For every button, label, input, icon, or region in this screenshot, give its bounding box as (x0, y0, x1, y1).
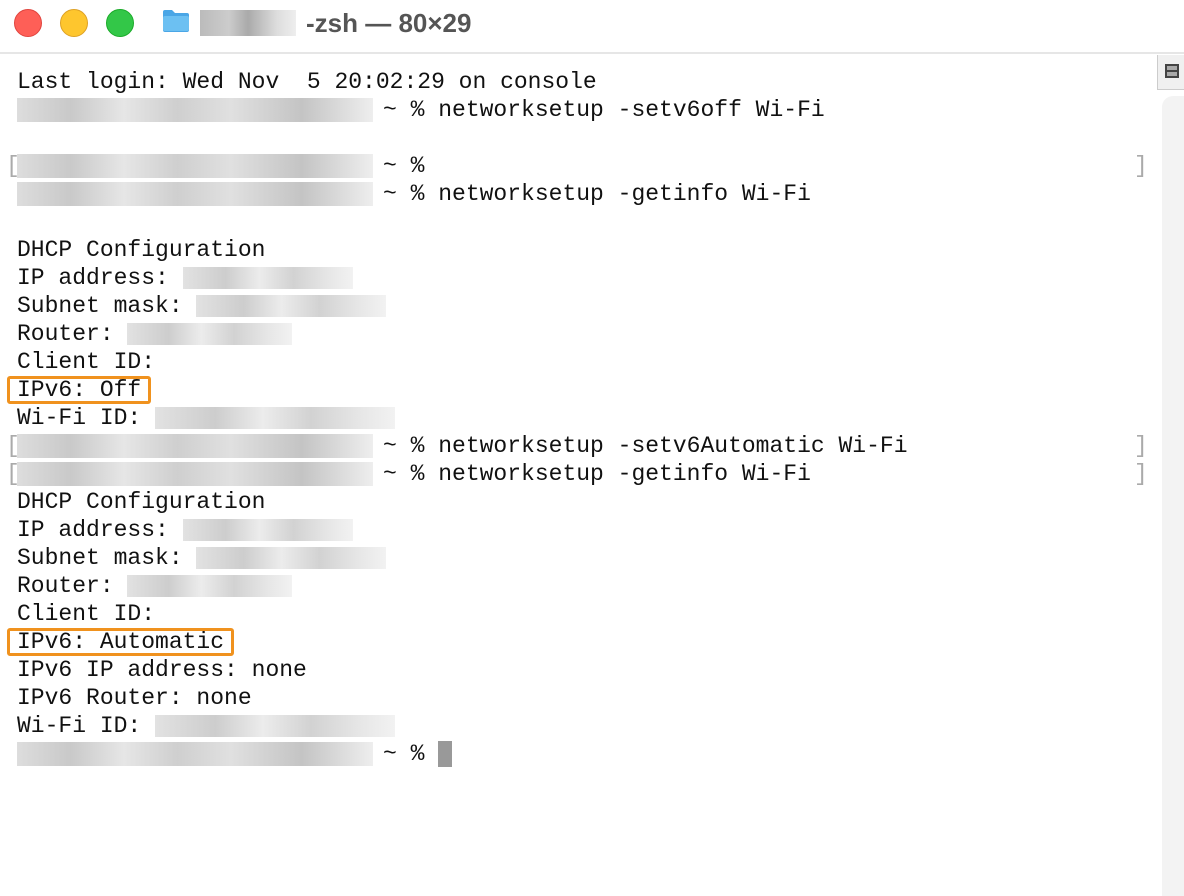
line-text: IPv6: Off (17, 377, 142, 403)
redacted-hostname (17, 97, 373, 122)
line-text: networksetup -setv6Automatic Wi-Fi (438, 433, 908, 459)
terminal-line: Last login: Wed Nov 5 20:02:29 on consol… (17, 68, 597, 96)
terminal-line: IPv6 Router: none (17, 684, 252, 712)
bracket-right: ] (1134, 433, 1148, 459)
terminal-line: Wi-Fi ID: (17, 404, 396, 432)
line-text: Client ID: (17, 349, 156, 375)
terminal-line: ~ % networksetup -getinfo Wi-Fi (17, 460, 811, 488)
cursor (438, 740, 453, 767)
terminal-line: ~ % networksetup -getinfo Wi-Fi (17, 180, 811, 208)
terminal-line: DHCP Configuration (17, 488, 265, 516)
terminal-line: Client ID: (17, 348, 155, 376)
bracket-left: [ (6, 433, 20, 459)
line-text: networksetup -getinfo Wi-Fi (438, 181, 811, 207)
highlight-box (7, 376, 152, 404)
redacted-value (196, 294, 387, 317)
line-text: Last login: Wed Nov 5 20:02:29 on consol… (17, 69, 597, 95)
redacted-hostname (17, 433, 373, 458)
window-title-text: -zsh — 80×29 (306, 7, 472, 38)
line-text: Subnet mask: (17, 293, 183, 319)
terminal-line: ~ % networksetup -setv6Automatic Wi-Fi (17, 432, 908, 460)
prompt: ~ % (383, 153, 439, 179)
line-text: Wi-Fi ID: (17, 405, 142, 431)
redacted-hostname (17, 181, 373, 206)
zoom-button[interactable] (106, 9, 134, 37)
title-bar: -zsh — 80×29 (0, 0, 1184, 54)
prompt: ~ % (383, 461, 439, 487)
close-button[interactable] (14, 9, 42, 37)
line-text: IP address: (17, 517, 169, 543)
redacted-value (196, 546, 387, 569)
redacted-value (182, 518, 353, 541)
folder-icon (163, 10, 189, 32)
terminal-line: IP address: (17, 516, 353, 544)
line-text: IPv6: Automatic (17, 629, 225, 655)
prompt: ~ % (383, 741, 439, 767)
line-text: networksetup -setv6off Wi-Fi (438, 97, 825, 123)
prompt: ~ % (383, 433, 439, 459)
split-icon (1165, 64, 1179, 78)
line-text: DHCP Configuration (17, 237, 266, 263)
line-text: networksetup -getinfo Wi-Fi (438, 461, 811, 487)
window-title: -zsh — 80×29 (200, 6, 471, 40)
bracket-right: ] (1134, 153, 1148, 179)
line-text: IPv6 Router: none (17, 685, 252, 711)
highlight-box (7, 628, 234, 656)
terminal-line: Client ID: (17, 600, 155, 628)
line-text: IP address: (17, 265, 169, 291)
redacted-value (127, 574, 293, 597)
redacted-hostname (17, 153, 373, 178)
terminal-line: Router: (17, 320, 293, 348)
line-text: IPv6 IP address: none (17, 657, 307, 683)
terminal-line: ~ % (17, 152, 438, 180)
redacted-value (127, 322, 293, 345)
redacted-value (155, 714, 396, 737)
terminal-line: Wi-Fi ID: (17, 712, 396, 740)
terminal-line: IP address: (17, 264, 353, 292)
minimize-button[interactable] (60, 9, 88, 37)
bracket-left: [ (6, 153, 20, 179)
terminal-line: IPv6: Automatic (17, 628, 224, 656)
line-text: Client ID: (17, 601, 156, 627)
terminal-line: IPv6 IP address: none (17, 656, 307, 684)
redacted-value (155, 406, 396, 429)
line-text: Router: (17, 321, 114, 347)
bracket-right: ] (1134, 461, 1148, 487)
terminal-line: Subnet mask: (17, 292, 387, 320)
prompt: ~ % (383, 97, 439, 123)
bracket-left: [ (6, 461, 20, 487)
line-text: Router: (17, 573, 114, 599)
terminal-line: DHCP Configuration (17, 236, 265, 264)
split-pane-button[interactable] (1157, 55, 1184, 90)
line-text: Wi-Fi ID: (17, 713, 142, 739)
line-text: DHCP Configuration (17, 489, 266, 515)
scrollbar[interactable] (1162, 96, 1184, 896)
terminal-line: ~ % networksetup -setv6off Wi-Fi (17, 96, 825, 124)
line-text: Subnet mask: (17, 545, 183, 571)
terminal-line: Router: (17, 572, 293, 600)
redacted-value (182, 266, 353, 289)
redacted-hostname (17, 741, 373, 766)
redacted-hostname (17, 461, 373, 486)
terminal-line: IPv6: Off (17, 376, 141, 404)
prompt: ~ % (383, 181, 439, 207)
terminal-line: ~ % (17, 740, 453, 768)
redacted-path (200, 10, 296, 36)
terminal-output[interactable]: Last login: Wed Nov 5 20:02:29 on consol… (0, 54, 1160, 896)
terminal-line: Subnet mask: (17, 544, 387, 572)
